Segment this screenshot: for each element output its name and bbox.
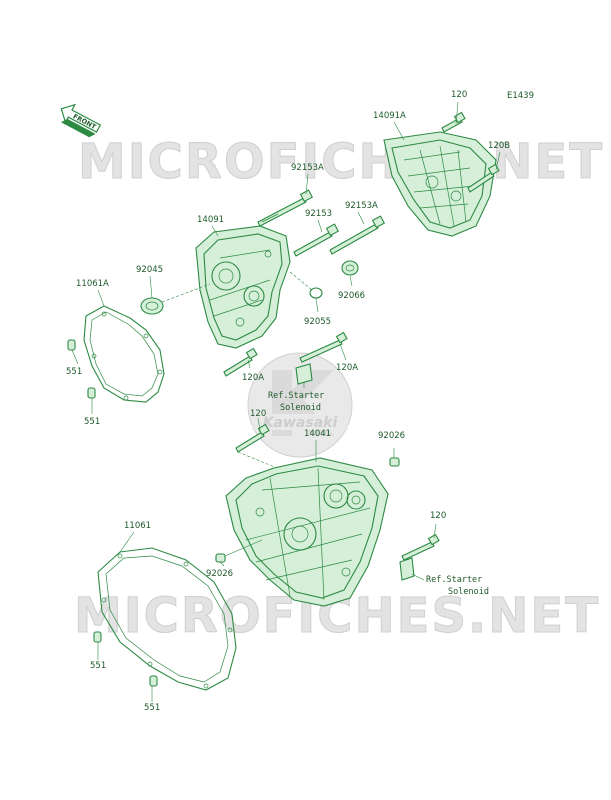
bolt-92153: [293, 223, 340, 257]
label-551-d: 551: [144, 703, 160, 713]
part-14091-cover: [195, 225, 291, 349]
dowel-551-b: [87, 387, 96, 399]
label-551-b: 551: [84, 417, 100, 427]
label-92066: 92066: [338, 291, 365, 301]
dowel-551-d: [149, 675, 158, 687]
label-551-c: 551: [90, 661, 106, 671]
bolt-120A-right: [299, 331, 348, 363]
bolt-92153A-top: [257, 189, 314, 227]
starter-solenoid-ref-upper: [295, 363, 313, 385]
label-ref-starter-1: Ref.Starter: [268, 391, 324, 401]
part-92026-plug-top: [389, 457, 400, 467]
label-14091A: 14091A: [373, 111, 406, 121]
part-14091A-cover: [383, 131, 497, 237]
bolt-120A-left: [223, 347, 258, 377]
label-92026-top: 92026: [378, 431, 405, 441]
label-120A-left: 120A: [242, 373, 264, 383]
part-92026-plug-bottom: [215, 539, 263, 563]
label-14041: 14041: [304, 429, 331, 439]
label-92153A: 92153A: [345, 201, 378, 211]
watermark-top: MICROFICHES.NET: [78, 134, 604, 190]
label-92153A-top: 92153A: [291, 163, 324, 173]
part-14041-cover: [225, 457, 389, 607]
label-11061A: 11061A: [76, 279, 109, 289]
diagram-code: E1439: [507, 91, 534, 101]
label-551-a: 551: [66, 367, 82, 377]
starter-solenoid-ref-lower: [399, 557, 415, 581]
label-solenoid-2: Solenoid: [448, 587, 489, 597]
label-92055: 92055: [304, 317, 331, 327]
label-92153: 92153: [305, 209, 332, 219]
part-92055-oring: [289, 271, 323, 299]
label-92045: 92045: [136, 265, 163, 275]
bolt-120-top: [441, 111, 466, 133]
label-120A-right: 120A: [336, 363, 358, 373]
logo-text: Kawasaki: [263, 415, 338, 431]
label-120B: 120B: [488, 141, 510, 151]
bolt-92153A: [329, 215, 386, 255]
kawasaki-logo: Kawasaki: [247, 352, 353, 458]
label-120-lower: 120: [430, 511, 446, 521]
label-14091: 14091: [197, 215, 224, 225]
label-120-top: 120: [451, 90, 467, 100]
label-solenoid-1: Solenoid: [280, 403, 321, 413]
part-92045-seal: [140, 283, 211, 315]
label-92026-bottom: 92026: [206, 569, 233, 579]
dowel-551-a: [67, 339, 76, 351]
bolt-120-lower: [401, 533, 440, 561]
label-11061: 11061: [124, 521, 151, 531]
label-120-mid: 120: [250, 409, 266, 419]
part-92066-plug: [341, 260, 359, 276]
leader-lines: [71, 101, 501, 702]
part-11061-gasket: [97, 547, 237, 691]
part-11061A-gasket: [83, 305, 165, 403]
bolt-120-mid: [235, 423, 283, 471]
dowel-551-c: [93, 631, 102, 643]
label-ref-starter-2: Ref.Starter: [426, 575, 482, 585]
